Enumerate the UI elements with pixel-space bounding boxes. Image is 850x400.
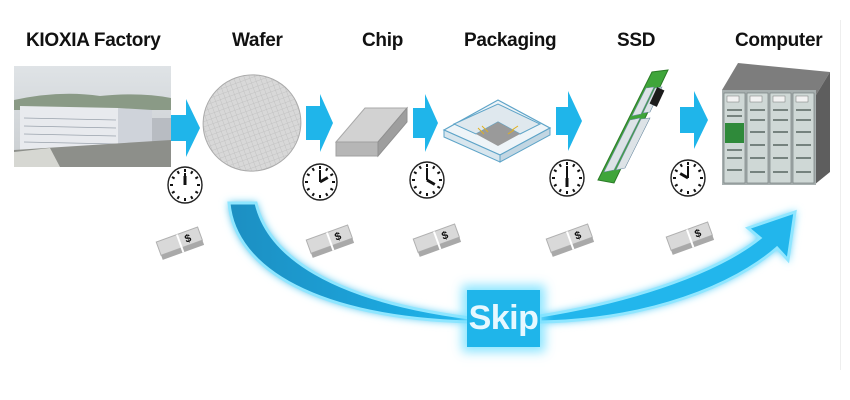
stage-label-packaging: Packaging — [464, 30, 557, 51]
clock-icon — [167, 166, 203, 204]
clock-icon — [549, 159, 585, 197]
money-stack-icon: $ — [305, 224, 355, 258]
dollar-sign: $ — [440, 229, 450, 242]
flow-arrow-3 — [413, 94, 438, 152]
dollar-sign: $ — [333, 230, 343, 243]
money-stack-icon: $ — [665, 221, 715, 255]
stage-label-chip: Chip — [362, 30, 404, 51]
money-stack-icon: $ — [412, 223, 462, 257]
clock-icon — [670, 159, 706, 197]
stage-label-wafer: Wafer — [232, 30, 283, 51]
flow-arrow-2 — [306, 94, 333, 152]
package-icon — [442, 99, 552, 163]
chip-icon — [334, 106, 409, 158]
stage-label-computer: Computer — [735, 30, 823, 51]
clock-hour-hand — [319, 176, 329, 184]
stage-label-factory: KIOXIA Factory — [26, 30, 161, 51]
dollar-sign: $ — [573, 229, 583, 242]
skip-badge: Skip — [467, 290, 540, 347]
money-stack-icon: $ — [545, 223, 595, 257]
clock-hour-hand — [679, 172, 689, 180]
flow-arrow-1 — [171, 99, 200, 157]
stage-label-ssd: SSD — [617, 30, 656, 51]
flow-arrow-5 — [680, 91, 708, 149]
ssd-icon — [597, 69, 669, 184]
skip-label: Skip — [468, 299, 539, 337]
wafer-icon — [202, 74, 302, 172]
dollar-sign: $ — [693, 227, 703, 240]
clock-hour-hand — [426, 178, 436, 186]
clock-icon — [409, 161, 445, 199]
money-stack-icon: $ — [155, 226, 205, 260]
clock-icon — [302, 163, 338, 201]
dollar-sign: $ — [183, 232, 193, 245]
factory-photo — [14, 66, 171, 167]
server-rack-icon — [722, 63, 830, 185]
edge-divider — [840, 20, 841, 370]
flow-arrow-4 — [556, 91, 582, 151]
